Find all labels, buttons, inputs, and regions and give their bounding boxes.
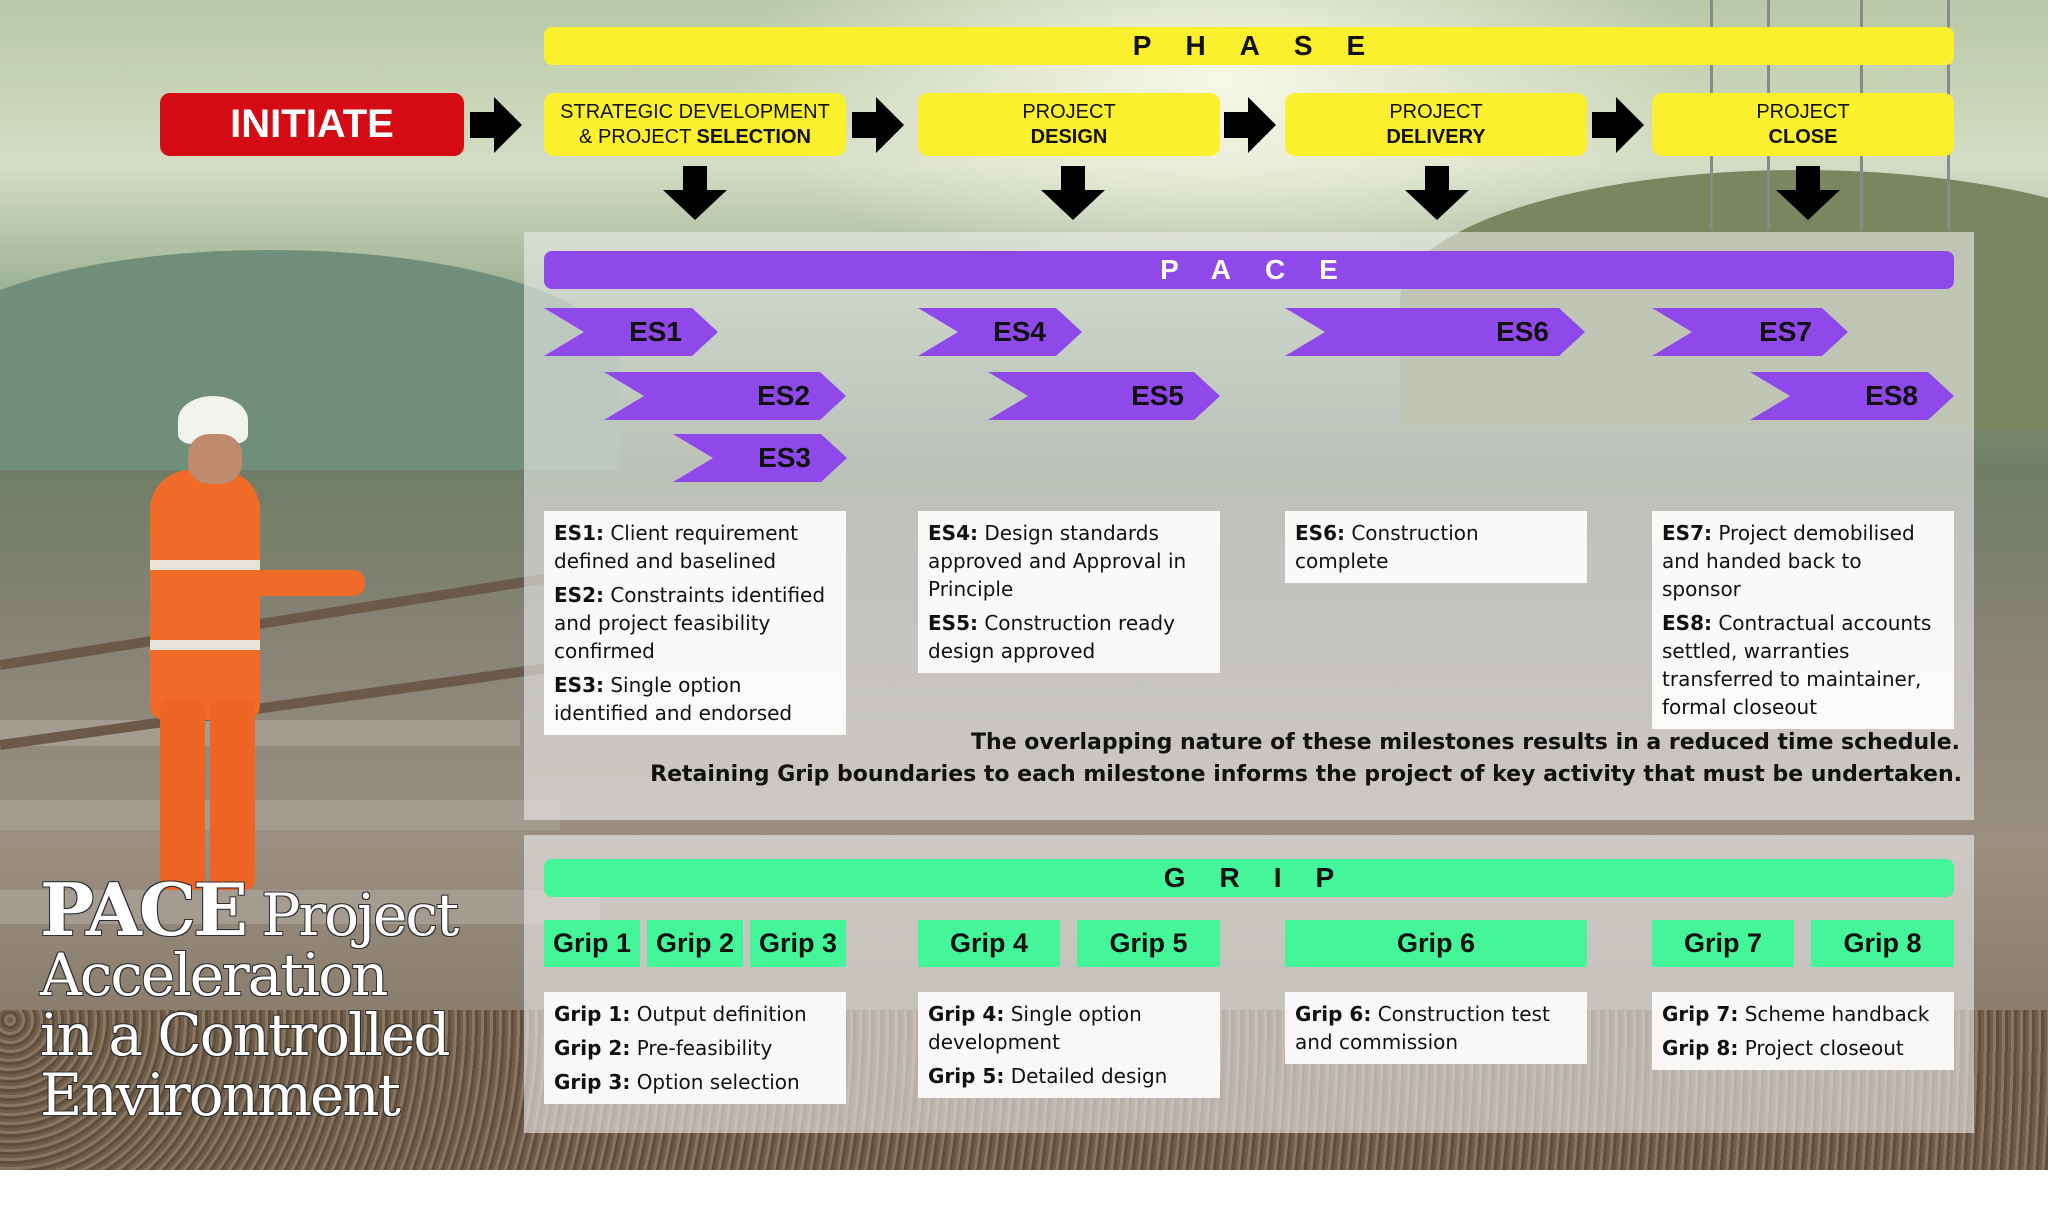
es-desc-close: ES7: Project demobilised and handed back… — [1652, 511, 1954, 729]
title-line-2: Acceleration — [40, 941, 389, 1009]
note-line-1: The overlapping nature of these mileston… — [971, 730, 1960, 755]
arrow-down-icon — [1776, 166, 1840, 220]
es-chevron-label: ES6 — [1496, 316, 1549, 347]
es-chevron-4: ES4 — [918, 308, 1082, 356]
es-desc-item: ES1: Client requirement defined and base… — [554, 521, 799, 573]
arrow-down-icon — [1405, 166, 1469, 220]
worker-leg — [160, 700, 205, 890]
es-desc-item: ES4: Design standards approved and Appro… — [928, 521, 1187, 601]
phase-line2: & PROJECT SELECTION — [579, 125, 811, 148]
es-chevron-6: ES6 — [1285, 308, 1585, 356]
es-chevron-7: ES7 — [1652, 308, 1848, 356]
es-desc-item: ES8: Contractual accounts settled, warra… — [1662, 611, 1932, 719]
es-desc-item: ES2: Constraints identified and project … — [554, 583, 826, 663]
grip-desc-item: Grip 6: Construction test and commission — [1295, 1002, 1550, 1054]
phase-line1: PROJECT — [1389, 100, 1483, 123]
phase-line1: STRATEGIC DEVELOPMENT — [560, 100, 830, 123]
worker-arm — [245, 570, 365, 596]
pace-title: PACE Project Acceleration in a Controlle… — [40, 867, 510, 1129]
es-desc-item: ES3: Single option identified and endors… — [554, 673, 793, 725]
es-desc-design: ES4: Design standards approved and Appro… — [918, 511, 1220, 673]
grip-5-box: Grip 5 — [1077, 920, 1220, 967]
grip-desc-item: Grip 4: Single option development — [928, 1002, 1142, 1054]
grip-8-box: Grip 8 — [1811, 920, 1954, 967]
es-chevron-label: ES7 — [1759, 316, 1812, 347]
initiate-box: INITIATE — [160, 93, 464, 156]
es-chevron-2: ES2 — [604, 372, 846, 420]
grip-desc-item: Grip 1: Output definition — [554, 1002, 807, 1026]
pace-bar: PACE — [544, 251, 1954, 289]
phase-bar: PHASE — [544, 27, 1954, 65]
phase-project-design: PROJECT DESIGN — [918, 93, 1220, 156]
es-chevron-8: ES8 — [1750, 372, 1954, 420]
phase-line1: PROJECT — [1022, 100, 1116, 123]
grip-desc-close: Grip 7: Scheme handback Grip 8: Project … — [1652, 992, 1954, 1070]
title-line-4: Environment — [40, 1061, 401, 1129]
es-chevron-5: ES5 — [988, 372, 1220, 420]
grip-desc-item: Grip 2: Pre-feasibility — [554, 1036, 773, 1060]
es-desc-delivery: ES6: Construction complete — [1285, 511, 1587, 583]
grip-bar: GRIP — [544, 859, 1954, 897]
phase-strategic-development: STRATEGIC DEVELOPMENT & PROJECT SELECTIO… — [544, 93, 846, 156]
title-line-1: PACE Project — [40, 867, 459, 952]
grip-desc-item: Grip 7: Scheme handback — [1662, 1002, 1930, 1026]
phase-line2: DESIGN — [1030, 125, 1108, 148]
mountain — [0, 250, 620, 470]
phase-project-delivery: PROJECT DELIVERY — [1285, 93, 1587, 156]
phase-project-close: PROJECT CLOSE — [1652, 93, 1954, 156]
worker-figure — [150, 470, 260, 720]
grip-desc-design: Grip 4: Single option development Grip 5… — [918, 992, 1220, 1098]
grip-1-box: Grip 1 — [544, 920, 640, 967]
es-chevron-label: ES4 — [993, 316, 1046, 347]
arrow-down-icon — [663, 166, 727, 220]
es-chevron-label: ES3 — [758, 442, 811, 473]
sleeper — [0, 890, 600, 924]
grip-6-box: Grip 6 — [1285, 920, 1587, 967]
grip-desc-selection: Grip 1: Output definition Grip 2: Pre-fe… — [544, 992, 846, 1104]
grip-desc-delivery: Grip 6: Construction test and commission — [1285, 992, 1587, 1064]
es-chevron-3: ES3 — [673, 434, 847, 482]
es-chevron-label: ES8 — [1865, 380, 1918, 411]
grip-desc-item: Grip 3: Option selection — [554, 1070, 800, 1094]
phase-line1: PROJECT — [1756, 100, 1850, 123]
worker-face — [188, 434, 242, 484]
arrow-down-icon — [1041, 166, 1105, 220]
grip-2-box: Grip 2 — [647, 920, 743, 967]
grip-4-box: Grip 4 — [918, 920, 1060, 967]
es-chevron-label: ES2 — [757, 380, 810, 411]
grip-3-box: Grip 3 — [750, 920, 846, 967]
phase-line2: DELIVERY — [1386, 125, 1486, 148]
es-chevron-1: ES1 — [544, 308, 718, 356]
es-desc-item: ES7: Project demobilised and handed back… — [1662, 521, 1915, 601]
grip-desc-item: Grip 8: Project closeout — [1662, 1036, 1904, 1060]
worker-leg — [210, 700, 255, 890]
note-line-2: Retaining Grip boundaries to each milest… — [650, 762, 1962, 787]
phase-line2: CLOSE — [1768, 125, 1838, 148]
hi-vis-stripe — [150, 640, 260, 650]
es-desc-selection: ES1: Client requirement defined and base… — [544, 511, 846, 735]
es-chevron-label: ES5 — [1131, 380, 1184, 411]
title-line-3: in a Controlled — [40, 1001, 451, 1069]
hi-vis-stripe — [150, 560, 260, 570]
es-chevron-label: ES1 — [629, 316, 682, 347]
es-desc-item: ES5: Construction ready design approved — [928, 611, 1175, 663]
grip-7-box: Grip 7 — [1652, 920, 1794, 967]
sleeper — [0, 800, 560, 830]
grip-desc-item: Grip 5: Detailed design — [928, 1064, 1168, 1088]
es-desc-item: ES6: Construction complete — [1295, 521, 1479, 573]
